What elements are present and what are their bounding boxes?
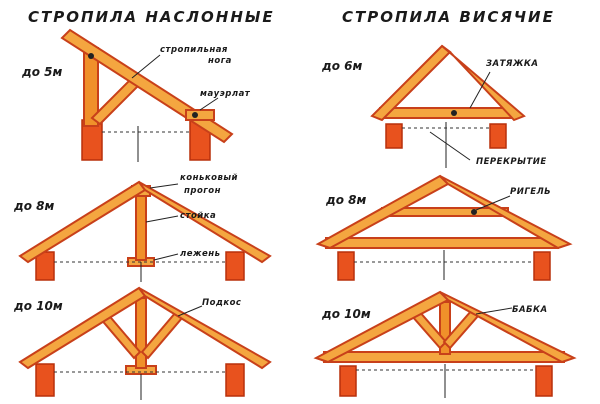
leader-post xyxy=(145,215,179,223)
wall-right xyxy=(225,363,245,397)
label-post: стойка xyxy=(180,211,216,221)
node xyxy=(192,112,198,118)
post xyxy=(135,297,147,369)
label-ridge-purlin-1: коньковый xyxy=(180,173,238,183)
tie xyxy=(379,107,513,119)
rafter-right xyxy=(439,175,573,250)
wall-left xyxy=(35,363,55,397)
span-label: до 8м xyxy=(13,199,54,213)
title-lean-to-rafters: СТРОПИЛА НАСЛОННЫЕ xyxy=(28,8,275,26)
diagram-hanging-10m: до 10м БАБКА xyxy=(313,290,577,398)
diagram-lean-to-5m: до 5м стропильная нога мауэрлат xyxy=(21,28,251,162)
wall-right xyxy=(533,251,551,281)
label-ridge-purlin-2: прогон xyxy=(184,186,221,196)
title-hanging-rafters: СТРОПИЛА ВИСЯЧИЕ xyxy=(342,8,555,26)
leader-mauerlat xyxy=(199,97,219,111)
rafter-right xyxy=(441,45,526,122)
diagram-lean-to-10m: до 10м Подкос xyxy=(13,286,272,400)
label-collar: РИГЕЛЬ xyxy=(510,187,551,197)
node xyxy=(88,53,94,59)
leader-brace xyxy=(177,305,203,317)
label-sill: лежень xyxy=(180,249,220,259)
rafter-right xyxy=(439,291,577,364)
wall-left xyxy=(339,365,357,397)
wall-left xyxy=(337,251,355,281)
wall-right xyxy=(535,365,553,397)
leader-floor xyxy=(429,131,471,161)
label-tie: ЗАТЯЖКА xyxy=(486,59,538,69)
leader-king-post xyxy=(475,307,513,315)
rafter-right xyxy=(138,181,272,264)
mauerlat xyxy=(185,109,215,121)
diagram-hanging-8m: до 8м РИГЕЛЬ xyxy=(315,174,573,281)
node xyxy=(471,209,477,215)
wall-right xyxy=(225,251,245,281)
leader-ridge xyxy=(149,183,179,189)
span-label: до 10м xyxy=(321,307,371,321)
rafter-right xyxy=(138,287,272,370)
leader-collar xyxy=(475,195,511,211)
span-label: до 10м xyxy=(13,299,63,313)
span-label: до 5м xyxy=(21,65,62,79)
span-label: до 6м xyxy=(321,59,362,73)
brace-right xyxy=(140,310,184,360)
diagram-lean-to-8m: до 8м коньковый прогон стойка лежень xyxy=(13,173,272,282)
label-floor: ПЕРЕКРЫТИЕ xyxy=(476,157,547,167)
label-mauerlat: мауэрлат xyxy=(200,89,251,99)
post xyxy=(135,189,147,261)
tie xyxy=(325,237,559,249)
label-king-post: БАБКА xyxy=(512,305,548,315)
diagram-hanging-6m: до 6м ЗАТЯЖКА ПЕРЕКРЫТИЕ xyxy=(321,44,547,168)
span-label: до 8м xyxy=(325,193,366,207)
leader-sill xyxy=(153,253,179,261)
node xyxy=(451,110,457,116)
leader-tie xyxy=(469,71,491,109)
label-rafter-leg-2: нога xyxy=(208,56,232,66)
wall-left xyxy=(385,123,403,149)
label-rafter-leg-1: стропильная xyxy=(160,45,228,55)
leader-rafter xyxy=(131,54,161,79)
rafter-left xyxy=(18,180,147,264)
label-brace: Подкос xyxy=(202,298,241,308)
wall-right xyxy=(489,123,507,149)
